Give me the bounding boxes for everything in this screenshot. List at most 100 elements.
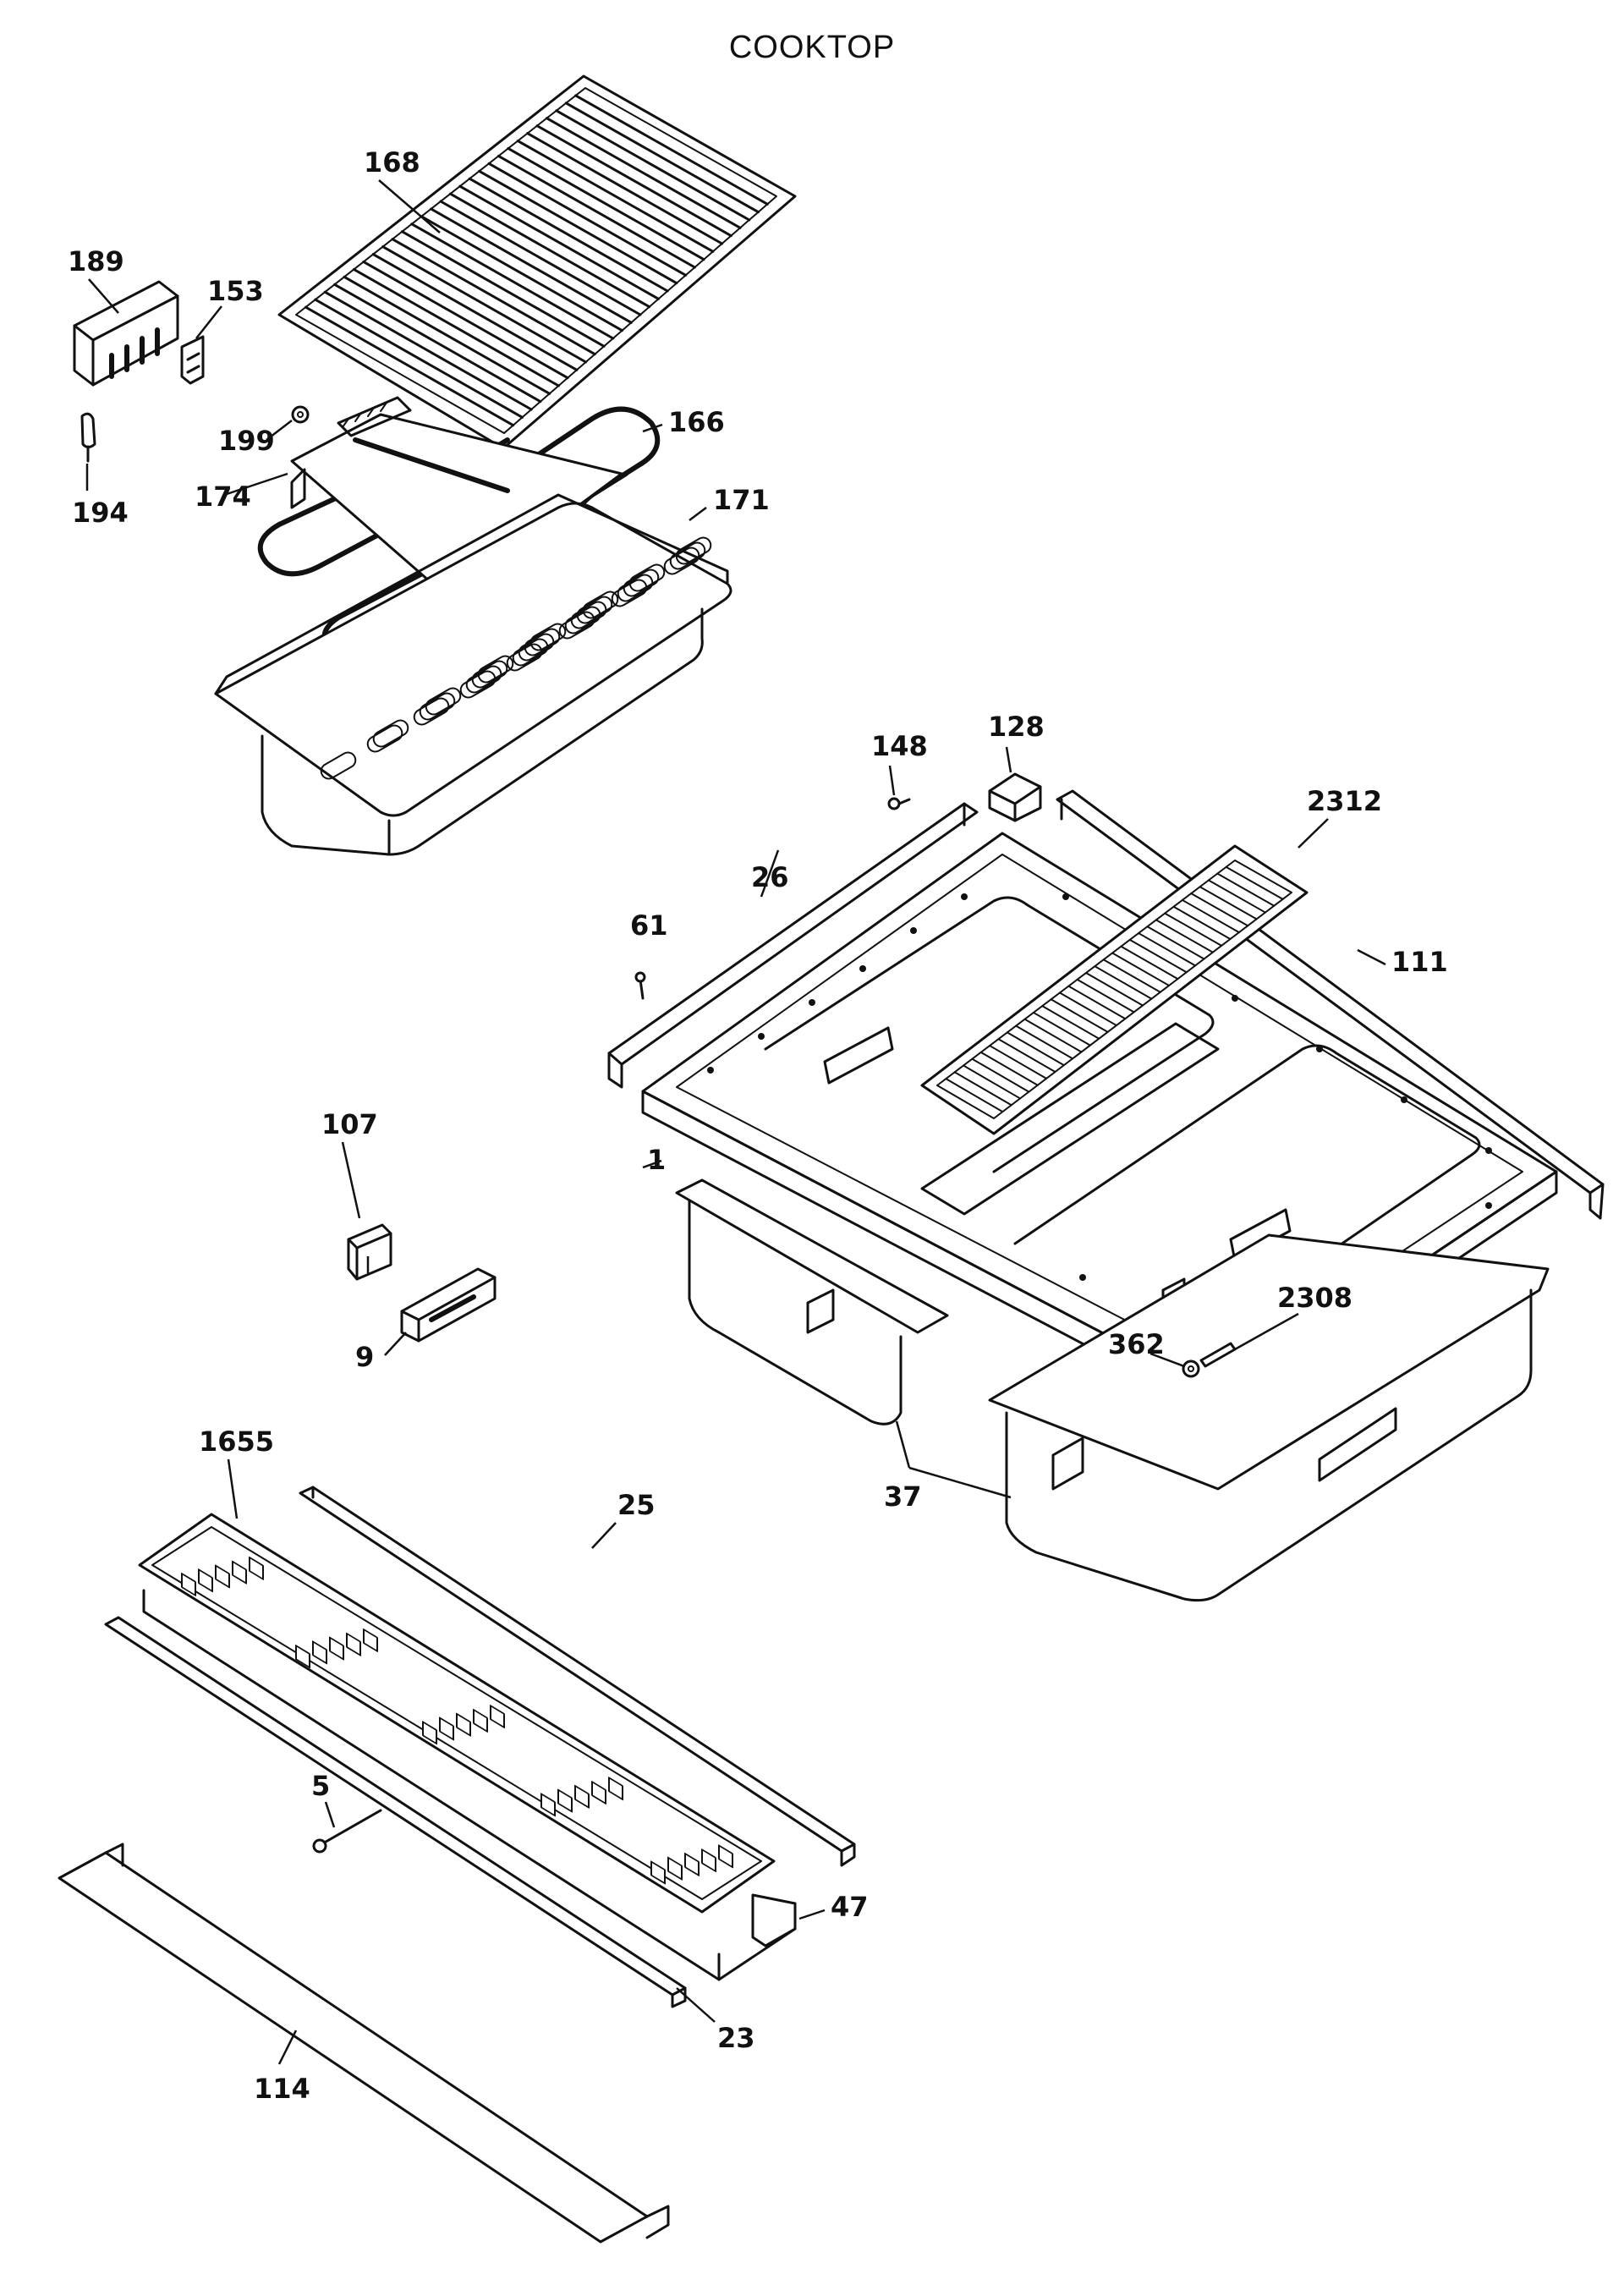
- callout-194: 194: [72, 497, 129, 529]
- callout-labels: 168 189 153 199 166 174 194 171 128 148 …: [68, 146, 1448, 2105]
- vent-slat: [1120, 945, 1179, 980]
- pan-slot: [477, 655, 514, 684]
- callout-25: 25: [617, 1489, 656, 1521]
- pan-slot: [617, 574, 654, 602]
- callout-171: 171: [713, 484, 770, 516]
- grate-bar: [458, 184, 660, 300]
- panel-key: [232, 1560, 247, 1585]
- vent-slat: [1216, 872, 1276, 907]
- grate-bar: [304, 305, 515, 427]
- frame-hole: [1079, 1274, 1086, 1281]
- panel-key: [667, 1856, 683, 1881]
- grate-bar: [362, 260, 569, 380]
- bin-right: [988, 1233, 1550, 1602]
- pan-slot: [465, 665, 502, 694]
- pan-slot: [459, 670, 497, 699]
- frame-hole: [859, 965, 866, 972]
- callout-114: 114: [254, 2073, 310, 2105]
- grate-bar: [391, 238, 596, 356]
- callout-26: 26: [751, 861, 789, 893]
- frame-hole: [961, 893, 968, 900]
- pan-slot: [675, 536, 712, 565]
- grate-bar: [381, 245, 588, 364]
- callout-174: 174: [195, 481, 251, 513]
- grate-bar: [343, 275, 551, 395]
- vent-slat: [1181, 898, 1240, 934]
- callout-362: 362: [1108, 1328, 1165, 1360]
- panel-key: [346, 1632, 361, 1656]
- grate-bar: [400, 230, 606, 348]
- vent-slat: [1032, 1011, 1091, 1046]
- frame-hole: [1485, 1202, 1492, 1209]
- panel-key: [490, 1705, 505, 1729]
- pan-slot: [419, 692, 456, 721]
- bin-left: [675, 1178, 949, 1425]
- grate-bar: [535, 124, 732, 238]
- vent-slat: [1067, 985, 1127, 1020]
- drip-pan: [214, 493, 732, 856]
- grate-bar: [323, 290, 533, 411]
- screw-5: [312, 1809, 382, 1854]
- switch-housing-9: [400, 1267, 497, 1343]
- panel-key: [215, 1564, 230, 1589]
- pan-slot: [558, 611, 595, 640]
- callout-168: 168: [364, 146, 420, 179]
- screw-148: [887, 797, 911, 810]
- grate-bar: [564, 102, 760, 214]
- control-panel: [138, 1513, 776, 1914]
- pan-slot: [506, 643, 543, 672]
- callout-199: 199: [218, 425, 275, 457]
- panel-key: [295, 1645, 310, 1669]
- vent-slat: [1023, 1018, 1083, 1053]
- grate-bar: [487, 162, 688, 277]
- pan-slot: [582, 590, 619, 619]
- panel-key: [329, 1636, 344, 1661]
- thermostat-probe: [80, 412, 96, 463]
- grate-bar: [478, 169, 678, 285]
- callout-47: 47: [831, 1891, 869, 1923]
- rear-rail-25: [299, 1486, 856, 1867]
- pan-slot: [576, 596, 613, 624]
- vent-slat: [1076, 978, 1135, 1013]
- callout-153: 153: [207, 275, 264, 307]
- callout-1: 1: [647, 1144, 666, 1176]
- panel-key: [473, 1708, 488, 1733]
- panel-key: [684, 1852, 700, 1876]
- callout-189: 189: [68, 245, 124, 277]
- pan-slot: [669, 541, 706, 570]
- frame-hole: [910, 927, 917, 934]
- pan-slot: [529, 623, 567, 651]
- panel-key: [198, 1568, 213, 1593]
- callout-61: 61: [630, 909, 668, 942]
- pan-slot: [564, 606, 601, 634]
- pan-slot: [628, 563, 666, 592]
- callout-2308: 2308: [1277, 1282, 1352, 1314]
- grate-bar: [516, 140, 715, 253]
- panel-key: [718, 1844, 733, 1869]
- side-rail-left: [607, 802, 979, 1089]
- vent-slat: [1041, 1005, 1100, 1040]
- panel-trough-47: [142, 1589, 797, 1981]
- grate-bar: [410, 222, 615, 340]
- panel-key: [608, 1777, 623, 1801]
- panel-key: [363, 1629, 378, 1652]
- panel-key: [422, 1721, 437, 1745]
- grate-bar: [526, 132, 724, 245]
- panel-key: [591, 1781, 606, 1804]
- pan-slot: [611, 579, 648, 607]
- frame-hole: [1232, 995, 1238, 1002]
- vent-slat: [1207, 879, 1266, 914]
- pan-slot: [320, 751, 357, 780]
- vent-slat: [1146, 926, 1205, 960]
- frame-hole: [1485, 1147, 1492, 1154]
- callout-23: 23: [717, 2022, 755, 2054]
- grate-bar: [497, 154, 696, 269]
- vent-slat: [963, 1064, 1022, 1100]
- vent-slat: [1085, 972, 1144, 1007]
- grate-bar: [314, 298, 524, 419]
- vent-slat: [1058, 991, 1117, 1027]
- diagram-title: COOKTOP: [729, 30, 895, 65]
- vent-slat: [1225, 865, 1284, 900]
- panel-key: [439, 1716, 454, 1741]
